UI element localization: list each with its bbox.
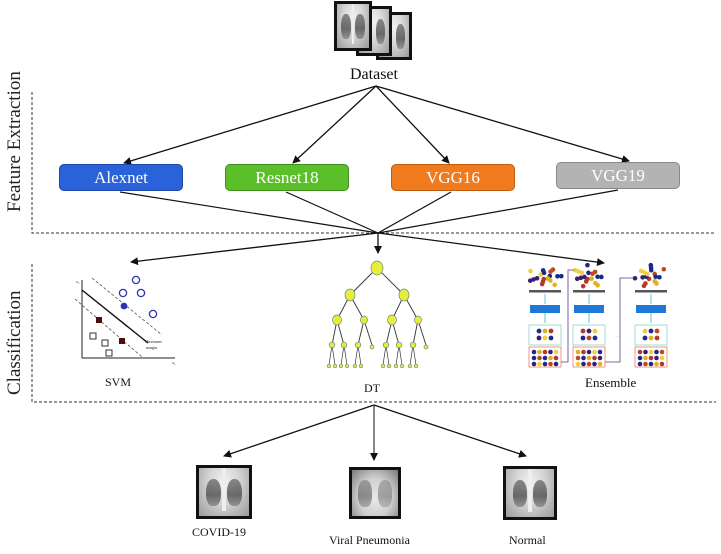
xray-viral-pneumonia-icon xyxy=(349,467,401,519)
arrow-to-resnet18 xyxy=(292,85,377,164)
dataset-label: Dataset xyxy=(350,66,398,83)
ensemble-sample-dot xyxy=(545,276,551,281)
ensemble-sample-dot xyxy=(589,276,594,281)
ensemble-correct-box xyxy=(528,324,562,346)
ensemble-correct-box xyxy=(572,324,606,346)
arrow-to-alexnet xyxy=(123,85,377,165)
ensemble-sample-dot xyxy=(653,274,658,280)
ensemble-caption xyxy=(573,290,605,293)
ensemble-sample-dot xyxy=(574,276,580,282)
ensemble-sample-dot xyxy=(541,270,547,276)
output-label-viral-pneumonia: Viral Pneumonia xyxy=(329,533,410,547)
dataset-to-model-arrows xyxy=(123,85,630,165)
ensemble-sample-dot xyxy=(552,282,558,288)
ensemble-classifier-box xyxy=(636,305,666,313)
arrow-to-svm xyxy=(130,232,379,266)
ensemble-correct-box xyxy=(634,324,668,346)
ensemble-sample-dot xyxy=(640,275,645,280)
ensemble-sample-dot xyxy=(643,281,648,286)
ensemble-classifier-box xyxy=(530,305,560,313)
ensemble-sample-dot xyxy=(541,276,547,282)
arrow-to-covid19 xyxy=(223,404,375,458)
ensemble-sample-dot xyxy=(599,274,604,280)
svg-text:. . .: . . . xyxy=(614,333,619,338)
arrow-to-vgg19 xyxy=(375,85,630,163)
svg-text:x₁: x₁ xyxy=(172,360,176,365)
xray-normal-icon xyxy=(503,466,557,520)
output-label-normal: Normal xyxy=(509,533,546,547)
ensemble-sample-dot xyxy=(657,274,662,280)
model-box-vgg16[interactable]: VGG16 xyxy=(391,164,515,191)
ensemble-classifier-box xyxy=(574,305,604,313)
ensemble-sample-dot xyxy=(585,262,590,268)
svg-text:margin: margin xyxy=(146,345,157,350)
arrow-to-vgg16 xyxy=(375,85,450,164)
arrow-to-normal xyxy=(373,404,527,458)
svg-text:x₂: x₂ xyxy=(76,279,80,284)
ensemble-sample-dot xyxy=(632,275,638,281)
model-label-resnet18: Resnet18 xyxy=(255,167,319,187)
ensemble-sample-dot xyxy=(555,273,560,279)
model-label-vgg19: VGG19 xyxy=(591,165,645,185)
output-label-covid19: COVID-19 xyxy=(192,525,246,539)
ensemble-icon: . . . xyxy=(527,262,668,368)
model-to-convergence-lines xyxy=(119,189,619,234)
classifier-label-ensemble: Ensemble xyxy=(585,375,637,390)
ensemble-sample-dot xyxy=(528,268,533,274)
model-box-vgg19[interactable]: VGG19 xyxy=(556,162,680,189)
ensemble-sample-dot xyxy=(534,275,540,281)
classifier-label-svm: SVM xyxy=(105,375,132,389)
classification-to-output-arrows xyxy=(223,404,527,461)
feature-extraction-bracket xyxy=(31,92,716,234)
arrow-to-ensemble xyxy=(377,232,605,267)
ensemble-sample-dot xyxy=(559,273,564,279)
xray-covid-icon xyxy=(196,465,252,519)
ensemble-sample-dot xyxy=(582,274,587,280)
svg-text:Maximum: Maximum xyxy=(145,339,163,344)
ensemble-caption xyxy=(529,290,561,293)
ensemble-sample-dot xyxy=(648,267,654,273)
ensemble-caption xyxy=(635,290,667,293)
ensemble-sample-dot xyxy=(661,266,667,272)
decision-tree-icon xyxy=(326,260,429,369)
ensemble-sample-dot xyxy=(595,274,600,280)
classification-bracket xyxy=(31,264,716,403)
model-label-alexnet: Alexnet xyxy=(94,167,148,187)
ensemble-sample-dot xyxy=(579,270,585,276)
ensemble-sample-dot xyxy=(578,275,584,281)
classifier-label-dt: DT xyxy=(364,381,380,395)
ensemble-sample-dot xyxy=(580,283,586,289)
ensemble-sample-dot xyxy=(548,269,553,274)
ensemble-sample-dot xyxy=(590,271,595,277)
model-label-vgg16: VGG16 xyxy=(426,167,480,187)
convergence-to-classifier-arrows xyxy=(130,232,605,267)
ensemble-sample-dot xyxy=(645,271,650,277)
svm-plot-icon: Maximum margin x₂ x₁ xyxy=(74,275,176,365)
ensemble-sample-dot xyxy=(586,270,591,276)
ensemble-sample-dot xyxy=(652,278,657,284)
model-box-resnet18[interactable]: Resnet18 xyxy=(225,164,349,191)
ensemble-sample-dot xyxy=(593,280,598,286)
model-box-alexnet[interactable]: Alexnet xyxy=(59,164,183,191)
xray-front-icon xyxy=(334,1,372,51)
